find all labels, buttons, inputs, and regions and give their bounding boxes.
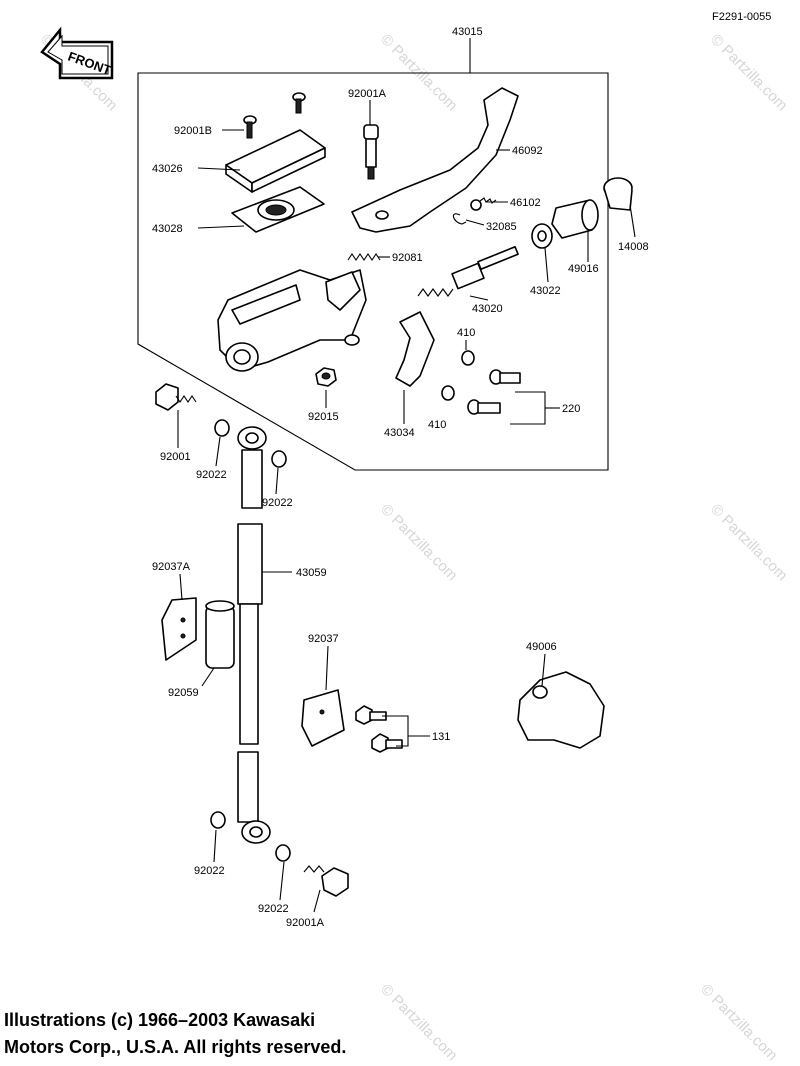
label-410-upper: 410 bbox=[457, 327, 475, 339]
label-92015: 92015 bbox=[308, 411, 339, 423]
label-92001A-top: 92001A bbox=[348, 88, 387, 100]
label-14008: 14008 bbox=[618, 241, 649, 253]
cap-screws bbox=[243, 92, 306, 139]
washer-92022-a bbox=[214, 419, 230, 437]
label-92022-a: 92022 bbox=[196, 469, 227, 481]
spring bbox=[347, 253, 381, 261]
piston-assembly bbox=[417, 245, 519, 297]
label-43022: 43022 bbox=[530, 285, 561, 297]
boot bbox=[551, 199, 599, 239]
clamp-holder bbox=[395, 311, 435, 387]
reservoir-cap bbox=[225, 129, 326, 193]
washer-92022-b bbox=[271, 450, 287, 468]
label-92001B: 92001B bbox=[174, 125, 212, 137]
watermark-text: © Partzilla.com bbox=[707, 501, 790, 584]
leader-lines bbox=[177, 38, 636, 913]
label-131: 131 bbox=[432, 731, 450, 743]
cap-cover bbox=[603, 177, 633, 211]
nut bbox=[315, 367, 337, 387]
label-92059: 92059 bbox=[168, 687, 199, 699]
label-43020: 43020 bbox=[472, 303, 503, 315]
front-arrow-icon: FRONT bbox=[40, 26, 114, 80]
label-43026: 43026 bbox=[152, 163, 183, 175]
copyright-line-2: Motors Corp., U.S.A. All rights reserved… bbox=[4, 1037, 347, 1057]
diaphragm bbox=[231, 186, 325, 233]
brake-lever bbox=[351, 87, 519, 233]
clamp-bolts-131 bbox=[355, 705, 403, 753]
label-92022-b: 92022 bbox=[262, 497, 293, 509]
watermark-text: © Partzilla.com bbox=[377, 501, 460, 584]
watermark-text: © Partzilla.com bbox=[697, 981, 780, 1064]
label-43059: 43059 bbox=[296, 567, 327, 579]
master-cylinder-body bbox=[217, 269, 367, 372]
label-92037: 92037 bbox=[308, 633, 339, 645]
label-220: 220 bbox=[562, 403, 580, 415]
label-92001: 92001 bbox=[160, 451, 191, 463]
banjo-bolt-bottom bbox=[303, 865, 349, 897]
part-labels: 43015 92001A 92001B 46092 43026 46102 32… bbox=[152, 26, 649, 929]
label-410-lower: 410 bbox=[428, 419, 446, 431]
label-92022-d: 92022 bbox=[258, 903, 289, 915]
label-92037A: 92037A bbox=[152, 561, 191, 573]
label-92022-c: 92022 bbox=[194, 865, 225, 877]
dust-seal bbox=[531, 223, 553, 249]
label-46092: 46092 bbox=[512, 145, 543, 157]
label-49006: 49006 bbox=[526, 641, 557, 653]
washer-410-upper bbox=[461, 350, 475, 366]
washer-92022-d bbox=[275, 844, 291, 862]
banjo-bolt-top bbox=[363, 124, 379, 180]
assembly-outline bbox=[137, 71, 609, 471]
circlip bbox=[452, 213, 467, 225]
grommet bbox=[205, 600, 235, 669]
watermark-text: © Partzilla.com bbox=[707, 31, 790, 114]
holder bbox=[517, 671, 605, 749]
brake-hose bbox=[237, 426, 271, 844]
label-92081: 92081 bbox=[392, 252, 423, 264]
label-43028: 43028 bbox=[152, 223, 183, 235]
label-32085: 32085 bbox=[486, 221, 517, 233]
hose-clamp bbox=[301, 689, 345, 747]
label-43015: 43015 bbox=[452, 26, 483, 38]
washer-92022-c bbox=[210, 811, 226, 829]
hose-clamp-a bbox=[161, 597, 197, 661]
banjo-bolt bbox=[155, 383, 197, 411]
label-46102: 46102 bbox=[510, 197, 541, 209]
washer-410-lower bbox=[441, 385, 455, 401]
clamp-bolts bbox=[467, 369, 521, 415]
figure-code: F2291-0055 bbox=[712, 11, 771, 23]
label-49016: 49016 bbox=[568, 263, 599, 275]
copyright-line-1: Illustrations (c) 1966–2003 Kawasaki bbox=[4, 1010, 316, 1030]
pivot-screw bbox=[470, 197, 497, 211]
label-43034: 43034 bbox=[384, 427, 415, 439]
watermark-text: © Partzilla.com bbox=[377, 981, 460, 1064]
label-92001A-bottom: 92001A bbox=[286, 917, 325, 929]
